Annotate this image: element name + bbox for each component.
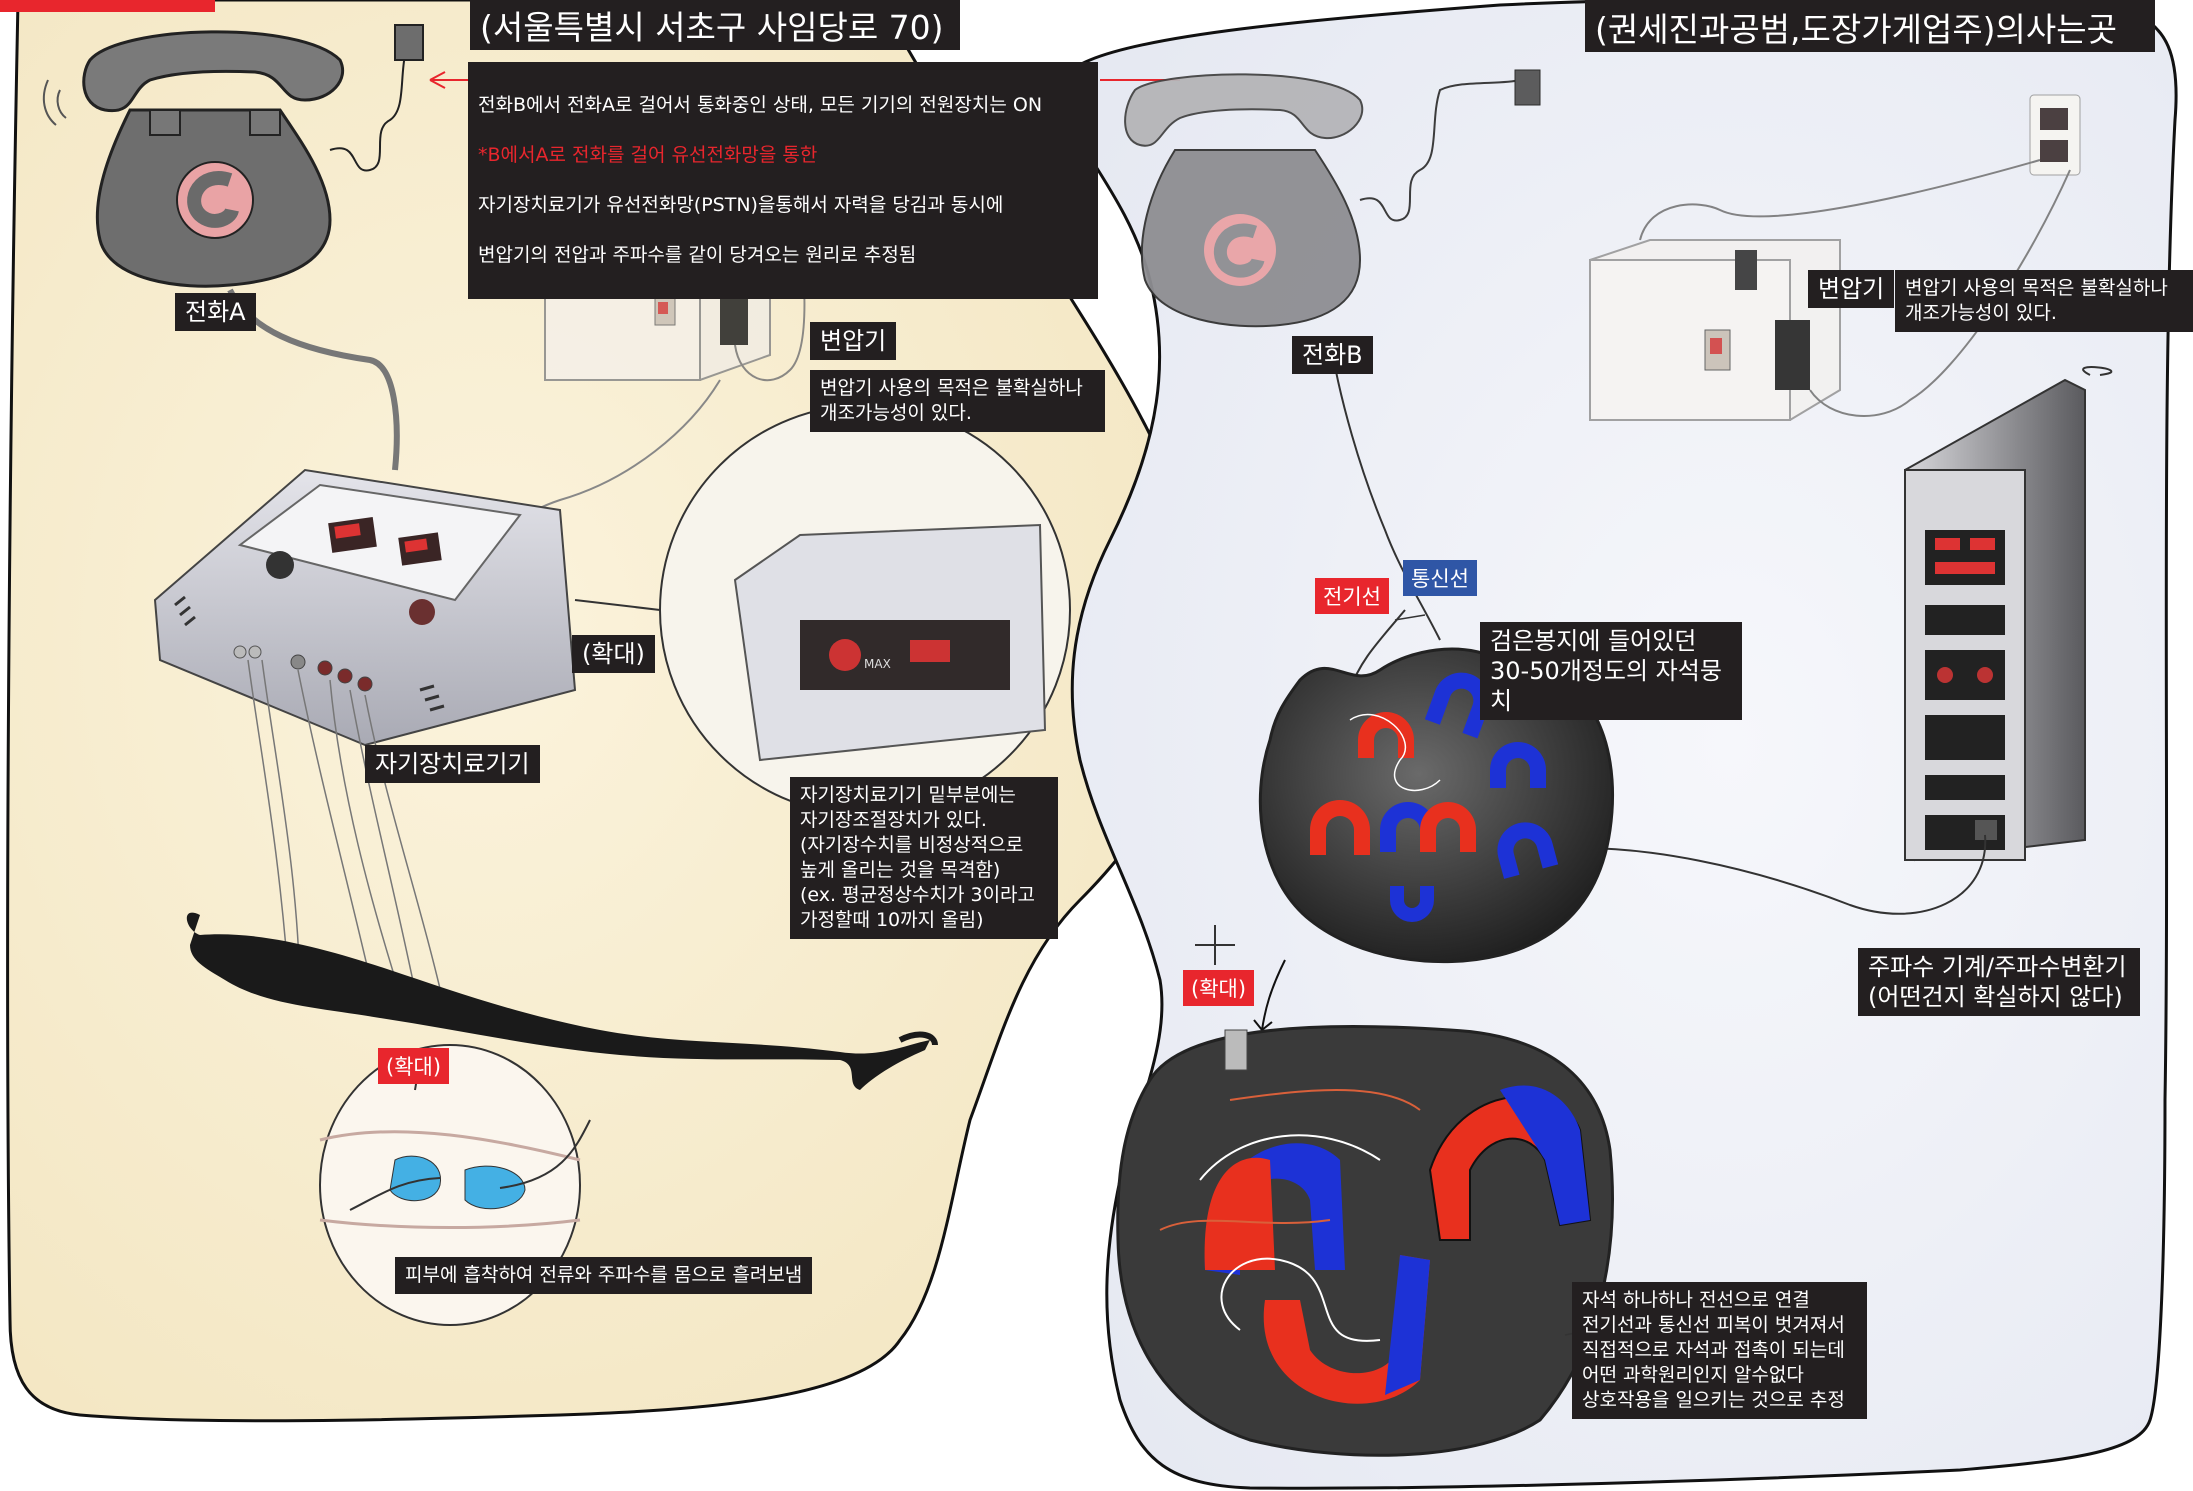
label-phone-a: 전화A [175,293,256,331]
top-note-line-4: 변압기의 전압과 주파수를 같이 당겨오는 원리로 추정됨 [478,244,917,266]
label-magnet-bag: 검은봉지에 들어있던 30-50개정도의 자석뭉치 [1480,622,1742,720]
zoom-bubble-electrodes [319,1044,591,1326]
note-magnet-wiring: 자석 하나하나 전선으로 연결 전기선과 통신선 피복이 벗겨져서 직접적으로 … [1572,1282,1867,1419]
label-transformer-left: 변압기 [810,322,897,360]
top-note-line-1: 전화B에서 전화A로 걸어서 통화중인 상태, 모든 기기의 전원장치는 ON [478,94,1043,116]
top-note-line-3: 자기장치료기가 유선전화망(PSTN)을통해서 자력을 당김과 동시에 [478,194,1004,216]
max-dial-label: MAX [864,657,891,671]
label-magnetic-device: 자기장치료기기 [365,745,540,783]
phone-b-drawing [1124,69,1541,328]
label-zoom-magnets: (확대) [1183,970,1255,1006]
label-comm-wire: 통신선 [1403,560,1477,596]
transformer-right-drawing [1589,94,2081,421]
phone-a-drawing [42,24,424,288]
label-zoom-electrodes: (확대) [378,1048,450,1084]
note-magnetic-device: 자기장치료기기 밑부분에는 자기장조절장치가 있다. (자기장수치를 비정상적으… [790,777,1058,939]
corner-tab [0,0,215,12]
body-silhouette [186,912,930,1090]
header-people-b: (권세진과공범,도장가게업주)의사는곳 [1585,8,2155,52]
zoom-bubble-dial: MAX [659,404,1071,816]
frequency-tower-drawing [1903,366,2113,862]
label-zoom-device: (확대) [572,635,655,673]
magnet-bag-drawing [1258,647,1614,964]
label-transformer-right: 변압기 [1808,270,1895,308]
magnet-zoom-drawing [1116,1025,1614,1457]
top-note-line-2: *B에서A로 전화를 걸어 유선전화망을 통한 [478,144,818,166]
note-transformer-left: 변압기 사용의 목적은 불확실하나 개조가능성이 있다. [810,370,1105,432]
label-frequency-machine: 주파수 기계/주파수변환기 (어떤건지 확실하지 않다) [1858,948,2140,1016]
note-transformer-right: 변압기 사용의 목적은 불확실하나 개조가능성이 있다. [1895,270,2193,332]
label-power-wire: 전기선 [1315,578,1389,614]
header-address-a: (서울특별시 서초구 사임당로 70) [470,6,960,50]
label-phone-b: 전화B [1292,336,1373,374]
note-skin-electrodes: 피부에 흡착하여 전류와 주파수를 몸으로 흘려보냄 [395,1257,813,1294]
top-note: 전화B에서 전화A로 걸어서 통화중인 상태, 모든 기기의 전원장치는 ON … [468,62,1098,299]
magnetic-device-drawing [153,468,577,747]
